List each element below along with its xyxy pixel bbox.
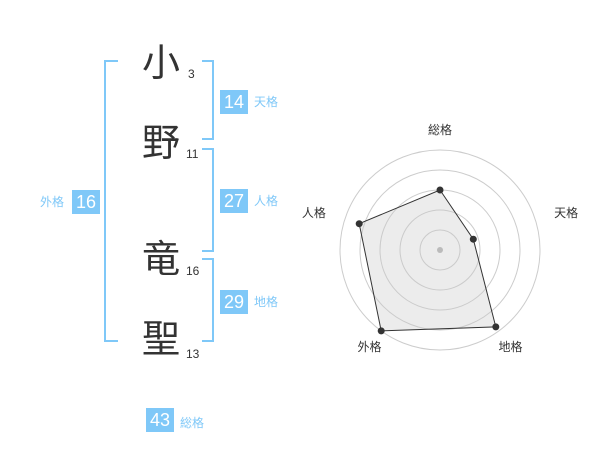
- radar-axis-label-2: 天格: [554, 205, 578, 220]
- radar-point-2: [469, 235, 477, 243]
- radar-point-4: [377, 327, 385, 335]
- radar-point-5: [355, 220, 363, 228]
- radar-ring-4: [359, 169, 521, 331]
- name-char-2: 野: [142, 121, 181, 165]
- gaikaku-bracket: [104, 60, 118, 342]
- radar-axis-label-3: 地格: [498, 339, 522, 354]
- name-char-3: 竜: [142, 237, 181, 281]
- name-char-4: 聖: [142, 317, 181, 361]
- jinkaku-value: 27: [220, 189, 248, 213]
- radar-ring-2: [399, 209, 481, 291]
- radar-axis-label-5: 人格: [302, 205, 326, 220]
- stroke-count-4: 13: [186, 347, 200, 361]
- radar-ring-5: [339, 149, 541, 351]
- chikaku-label: 地格: [254, 295, 279, 309]
- chikaku-value: 29: [220, 290, 248, 314]
- tenkaku-bracket: [202, 60, 214, 140]
- soukaku-label: 総格: [180, 416, 205, 430]
- name-char-1: 小: [142, 41, 181, 85]
- tenkaku-label: 天格: [254, 95, 279, 109]
- radar-point-1: [436, 186, 444, 194]
- radar-ring-1: [419, 229, 461, 271]
- gaikaku-value: 16: [72, 190, 100, 214]
- stroke-count-1: 3: [188, 67, 195, 81]
- radar-axis-label-1: 総格: [428, 122, 452, 137]
- soukaku-value: 43: [146, 408, 174, 432]
- jinkaku-bracket: [202, 148, 214, 252]
- radar-center-dot: [437, 247, 443, 253]
- chikaku-bracket: [202, 258, 214, 342]
- radar-area: [358, 189, 497, 332]
- radar-axis-label-4: 外格: [357, 339, 381, 354]
- tenkaku-value: 14: [220, 90, 248, 114]
- stroke-count-2: 11: [186, 147, 199, 161]
- stroke-count-3: 16: [186, 264, 200, 278]
- gaikaku-label: 外格: [40, 195, 65, 209]
- jinkaku-label: 人格: [254, 194, 279, 208]
- radar-point-3: [492, 323, 500, 331]
